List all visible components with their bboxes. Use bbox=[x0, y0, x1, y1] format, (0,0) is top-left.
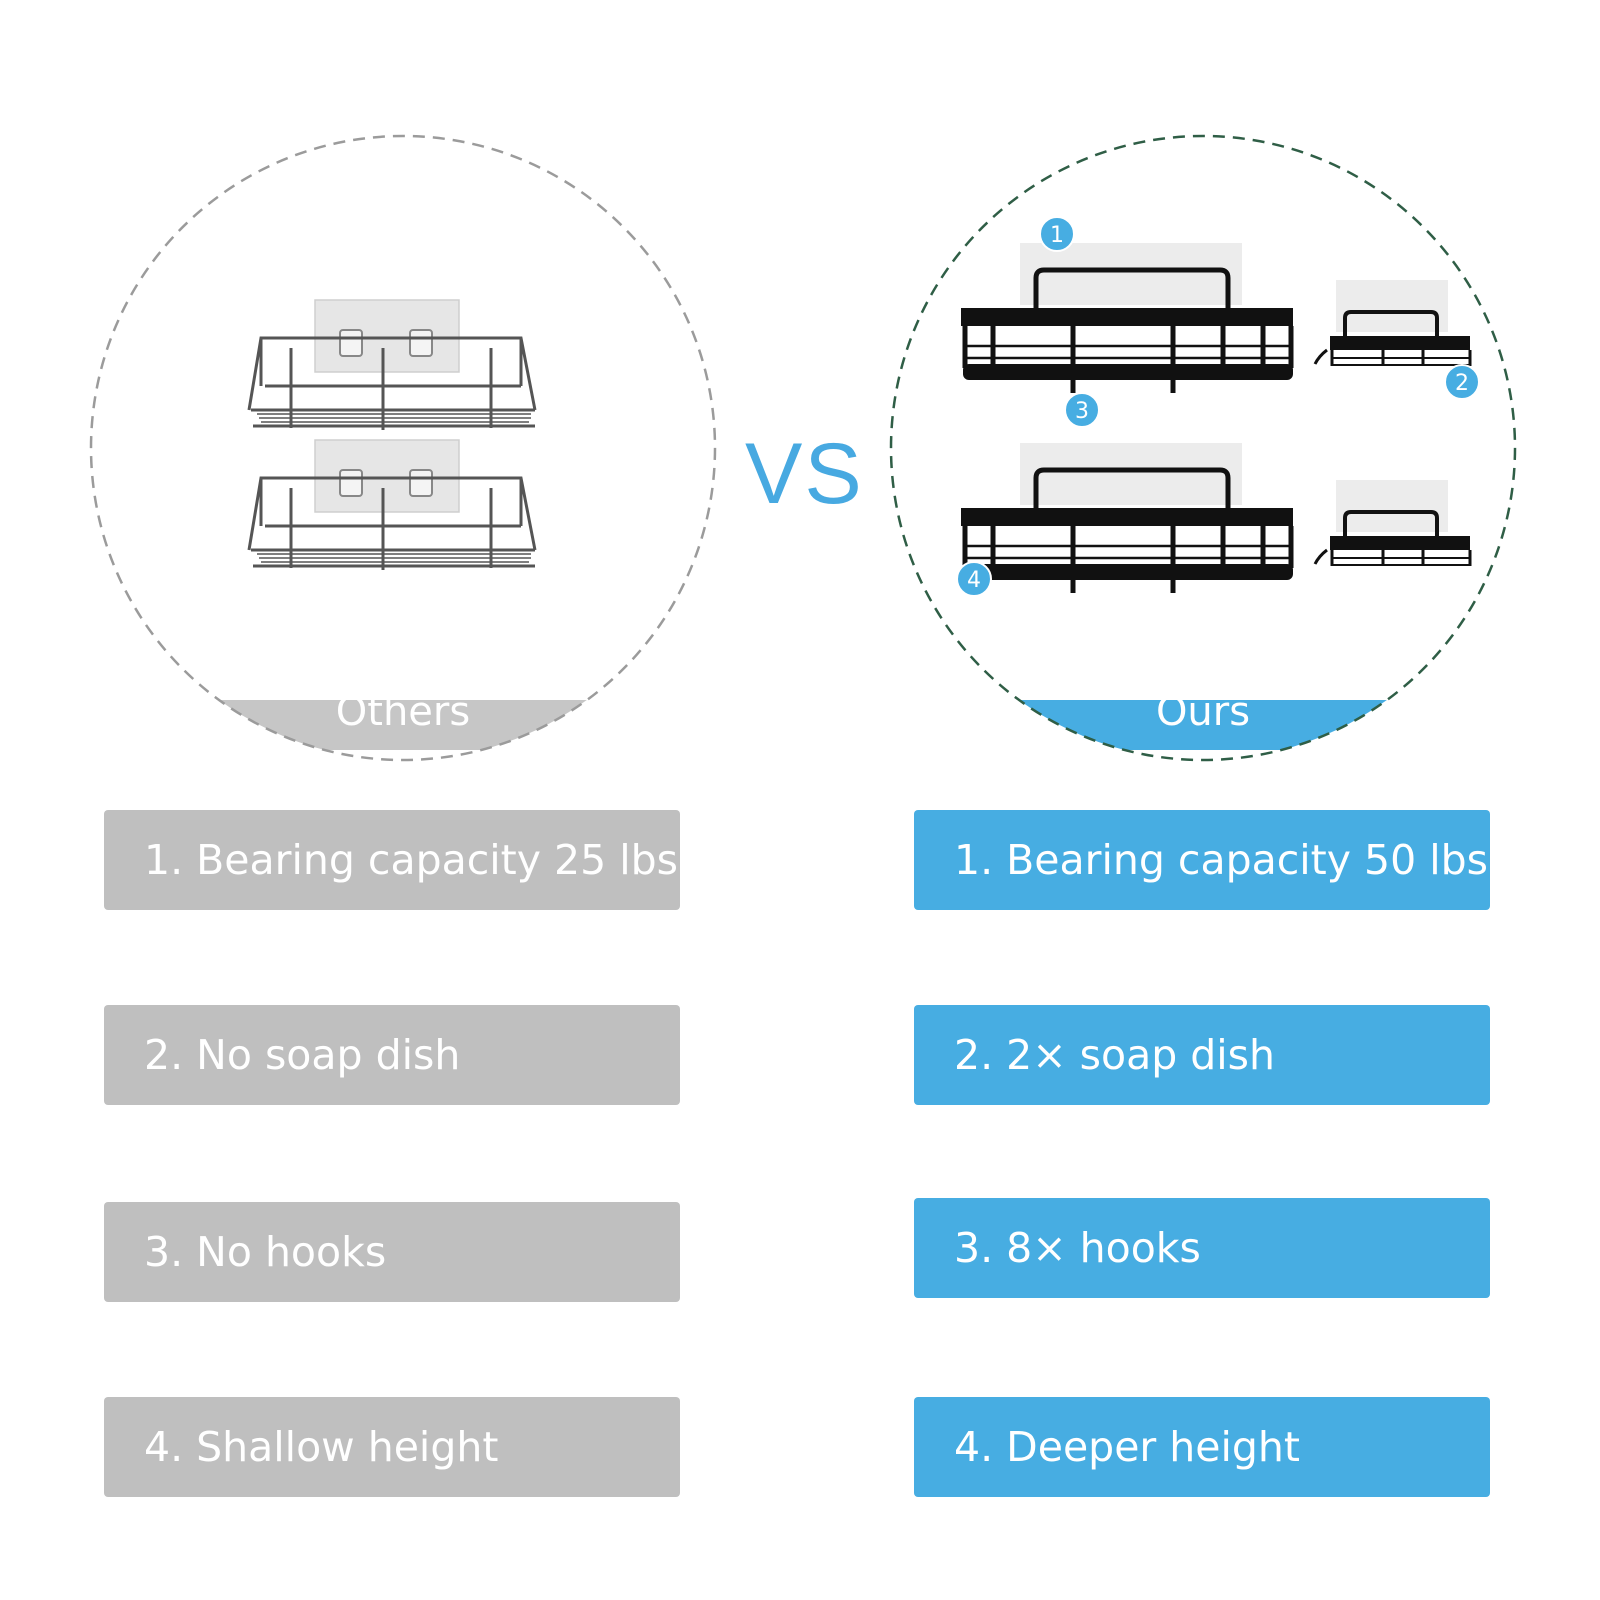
others-feature-4: 4. Shallow height bbox=[104, 1397, 680, 1497]
soap-dish-icon bbox=[1313, 480, 1472, 566]
ours-feature-1: 1. Bearing capacity 50 lbs bbox=[914, 810, 1490, 910]
others-label: Others bbox=[335, 689, 471, 735]
black-shelf-icon bbox=[961, 243, 1294, 393]
soap-dish-icon bbox=[1313, 280, 1472, 366]
others-feature-1: 1. Bearing capacity 25 lbs bbox=[104, 810, 680, 910]
svg-text:3: 3 bbox=[1075, 399, 1089, 424]
badge-3: 3 bbox=[1064, 392, 1100, 428]
others-circle: Others bbox=[83, 128, 723, 768]
badge-2: 2 bbox=[1444, 364, 1480, 400]
others-feature-3: 3. No hooks bbox=[104, 1202, 680, 1302]
badge-1: 1 bbox=[1039, 216, 1075, 252]
others-product-image bbox=[89, 134, 717, 762]
badge-4: 4 bbox=[956, 561, 992, 597]
svg-text:2: 2 bbox=[1455, 371, 1469, 396]
wire-shelf-icon bbox=[247, 299, 537, 430]
ours-product-image: 1 2 3 4 bbox=[889, 134, 1517, 762]
ours-feature-3: 3. 8× hooks bbox=[914, 1198, 1490, 1298]
others-feature-2: 2. No soap dish bbox=[104, 1005, 680, 1105]
ours-feature-4: 4. Deeper height bbox=[914, 1397, 1490, 1497]
svg-text:1: 1 bbox=[1050, 223, 1064, 248]
ours-feature-2: 2. 2× soap dish bbox=[914, 1005, 1490, 1105]
wire-shelf-icon bbox=[247, 439, 537, 570]
black-shelf-icon bbox=[961, 443, 1294, 593]
vs-text: VS bbox=[745, 426, 864, 522]
svg-text:4: 4 bbox=[967, 568, 981, 593]
ours-label: Ours bbox=[1155, 689, 1251, 735]
ours-circle: 1 2 3 4 Ours bbox=[883, 128, 1523, 768]
